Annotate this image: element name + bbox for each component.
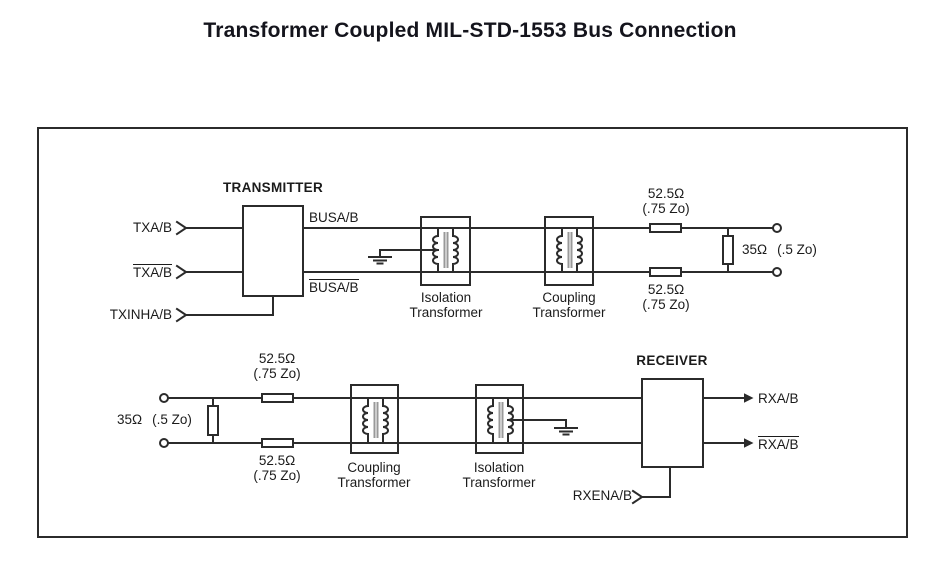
stub-resistor-bottom-transmit-note: (.75 Zo) xyxy=(642,297,690,312)
winding-left xyxy=(487,397,494,444)
stub-resistor-bottom-transmit xyxy=(649,267,682,277)
coupling-transformer-bottom-label-1: Coupling xyxy=(347,460,401,475)
input-chevron-txab-n-icon xyxy=(175,264,188,280)
winding-left xyxy=(432,227,439,273)
ground-symbol-receive-icon xyxy=(507,419,578,436)
isolation-transformer-top-label-2: Transformer xyxy=(409,305,483,320)
transformer-core xyxy=(498,402,504,438)
termination-resistor-transmit xyxy=(722,235,734,265)
busab-top-label: BUSA/B xyxy=(309,210,359,225)
winding-left xyxy=(556,227,563,273)
termination-receive-label: 35Ω(.5 Zo) xyxy=(117,412,192,427)
coupling-transformer-bottom-label-2: Transformer xyxy=(337,475,411,490)
rxab-n-output-label: RXA/B xyxy=(758,436,799,452)
terminal-circle-rx-top xyxy=(159,393,169,403)
transformer-core xyxy=(373,402,379,438)
wire-rxenab xyxy=(641,466,671,498)
rxab-output-label: RXA/B xyxy=(758,391,799,406)
isolation-transformer-top xyxy=(420,216,471,286)
rxenab-input-label: RXENA/B xyxy=(572,488,632,503)
input-chevron-txab-icon xyxy=(175,220,188,236)
winding-right xyxy=(452,227,459,273)
ground-symbol-transmit-icon xyxy=(368,249,439,265)
coupling-transformer-top-label-2: Transformer xyxy=(532,305,606,320)
output-arrow-rxab-n-icon xyxy=(744,438,754,448)
isolation-transformer-bottom-label-2: Transformer xyxy=(462,475,536,490)
stub-resistor-top-receive xyxy=(261,393,294,403)
winding-left xyxy=(362,397,369,444)
diagram-border xyxy=(37,127,908,538)
stub-resistor-top-transmit xyxy=(649,223,682,233)
stub-resistor-top-transmit-note: (.75 Zo) xyxy=(642,201,690,216)
input-chevron-txinhab-icon xyxy=(175,307,188,323)
stub-resistor-bottom-receive xyxy=(261,438,294,448)
termination-resistor-receive xyxy=(207,405,219,436)
isolation-transformer-bottom-label-1: Isolation xyxy=(473,460,525,475)
output-arrow-rxab-icon xyxy=(744,393,754,403)
transformer-core xyxy=(443,232,449,268)
page-title: Transformer Coupled MIL-STD-1553 Bus Con… xyxy=(203,19,737,42)
txinhab-input-label: TXINHA/B xyxy=(109,307,172,322)
stub-resistor-top-receive-note: (.75 Zo) xyxy=(253,366,301,381)
input-chevron-rxenab-icon xyxy=(631,489,644,505)
terminal-circle-rx-bottom xyxy=(159,438,169,448)
winding-right xyxy=(576,227,583,273)
coupling-transformer-top xyxy=(544,216,594,286)
termination-transmit-label: 35Ω(.5 Zo) xyxy=(742,242,817,257)
transmitter-label: TRANSMITTER xyxy=(222,180,324,195)
isolation-transformer-top-label-1: Isolation xyxy=(420,290,472,305)
coupling-transformer-bottom xyxy=(350,384,399,454)
stub-resistor-top-transmit-value: 52.5Ω xyxy=(647,186,685,201)
stub-resistor-top-receive-value: 52.5Ω xyxy=(258,351,296,366)
terminal-circle-top xyxy=(772,223,782,233)
stub-resistor-bottom-receive-note: (.75 Zo) xyxy=(253,468,301,483)
winding-right xyxy=(382,397,389,444)
txab-input-label: TXA/B xyxy=(132,220,172,235)
coupling-transformer-top-label-1: Coupling xyxy=(542,290,596,305)
terminal-circle-bottom xyxy=(772,267,782,277)
txab-n-input-label: TXA/B xyxy=(132,264,172,280)
receiver-box xyxy=(641,378,704,468)
transmitter-box xyxy=(242,205,304,297)
busab-n-bottom-label: BUSA/B xyxy=(309,279,359,295)
transformer-core xyxy=(567,232,573,268)
stub-resistor-bottom-transmit-value: 52.5Ω xyxy=(647,282,685,297)
receiver-label: RECEIVER xyxy=(636,353,708,368)
wire-txinhab xyxy=(185,295,274,316)
stub-resistor-bottom-receive-value: 52.5Ω xyxy=(258,453,296,468)
